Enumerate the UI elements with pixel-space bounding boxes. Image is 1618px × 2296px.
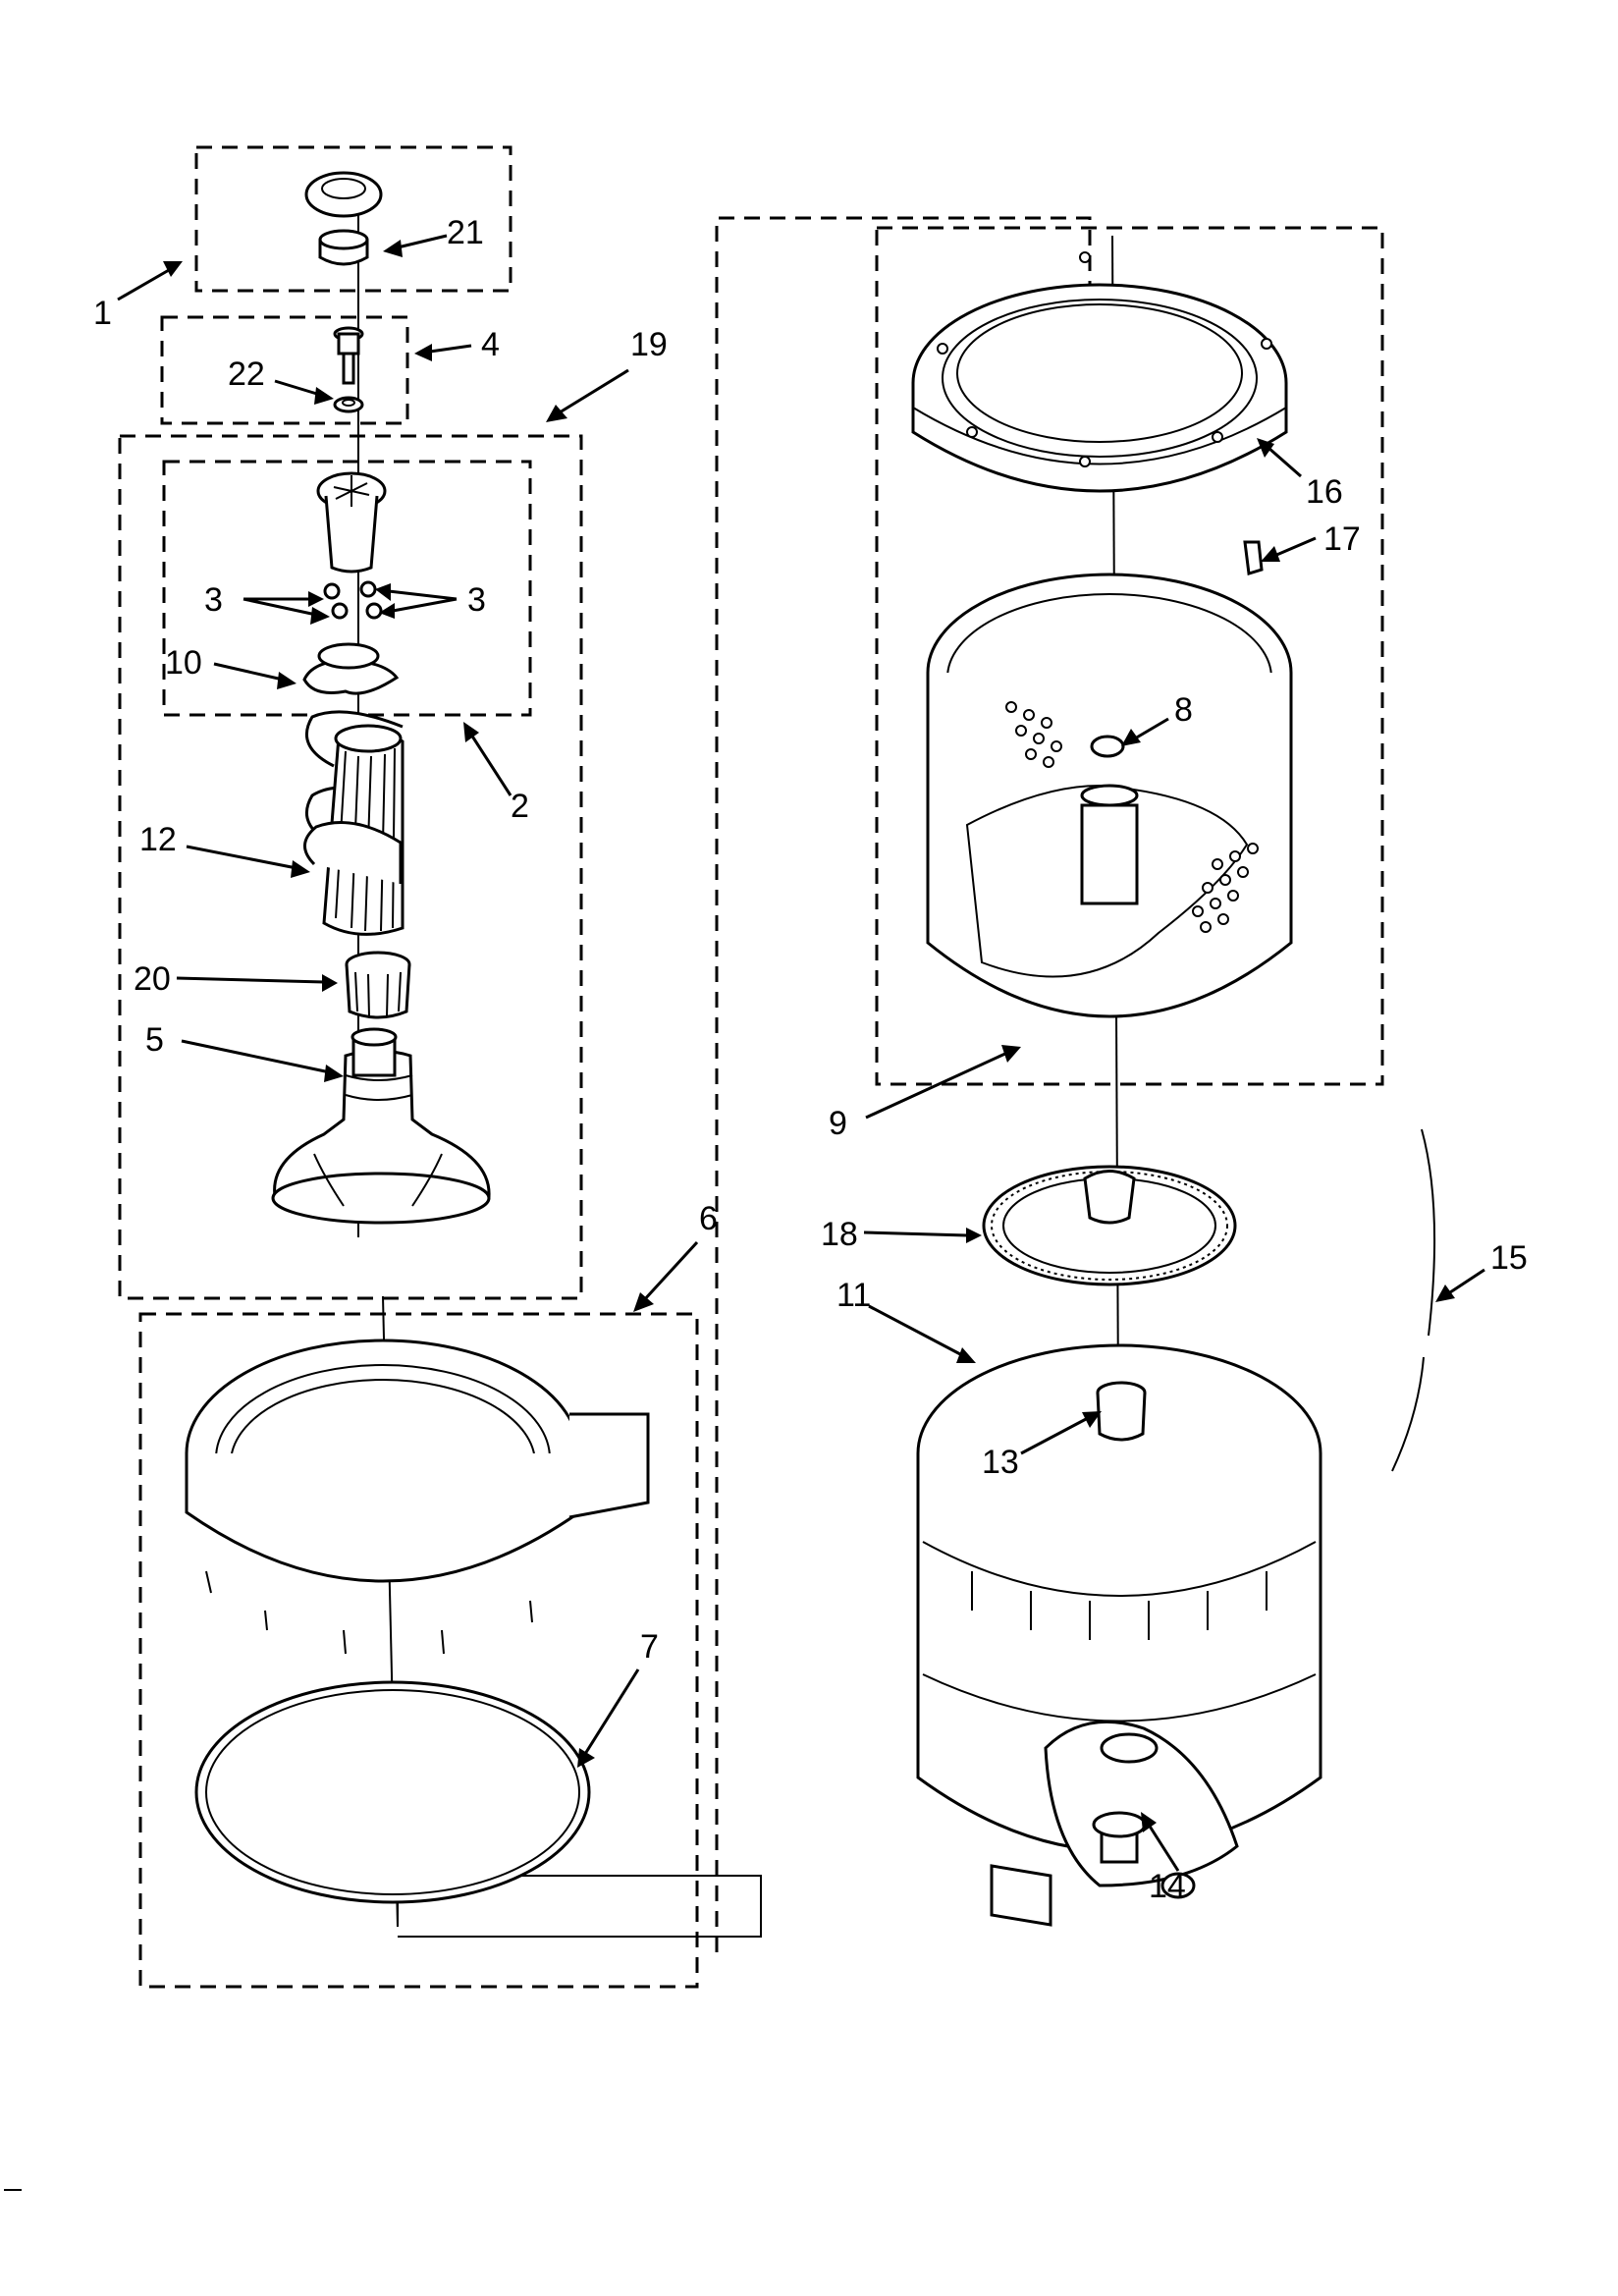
callout-16: 16 — [1306, 473, 1343, 511]
callout-3-right: 3 — [467, 581, 486, 619]
part-bearing — [345, 951, 411, 1019]
group-box-1 — [194, 145, 512, 293]
callout-2: 2 — [511, 788, 529, 825]
callout-7: 7 — [640, 1628, 659, 1666]
callout-22: 22 — [228, 355, 265, 393]
group-box-19 — [118, 434, 583, 1300]
callout-17: 17 — [1323, 520, 1361, 558]
callout-14: 14 — [1149, 1868, 1186, 1905]
group-box-4 — [160, 315, 409, 425]
basket-holes — [1005, 701, 1259, 933]
part-spin-basket — [926, 573, 1293, 1018]
group-box-6 — [138, 1312, 699, 1989]
group-box-9 — [875, 226, 1384, 1086]
callout-15: 15 — [1490, 1239, 1528, 1277]
part-clip — [1243, 540, 1264, 575]
callout-4: 4 — [481, 326, 500, 363]
callout-12: 12 — [139, 821, 177, 858]
part-agitator-cap — [304, 171, 383, 266]
callout-9: 9 — [829, 1105, 847, 1142]
part-tub-ring — [185, 1339, 650, 1655]
callout-21: 21 — [447, 214, 484, 251]
callout-18: 18 — [821, 1216, 858, 1253]
part-agitator-base — [271, 1027, 491, 1225]
callout-11: 11 — [836, 1277, 871, 1314]
part-seal-ring — [194, 1680, 591, 1904]
callout-10: 10 — [165, 644, 202, 682]
part-dogs — [323, 580, 383, 620]
callout-arrows — [117, 234, 1485, 1872]
callout-6: 6 — [699, 1200, 718, 1237]
part-cam-drive — [316, 471, 387, 574]
part-hub-gear — [982, 1165, 1237, 1286]
part-auger — [303, 710, 404, 936]
callout-13: 13 — [982, 1444, 1019, 1481]
part-coupling — [1096, 1381, 1147, 1442]
callout-20: 20 — [134, 960, 171, 998]
part-balance-ring — [911, 251, 1288, 493]
callout-3-left: 3 — [204, 581, 223, 619]
part-outer-tub — [916, 1343, 1322, 1927]
callout-8: 8 — [1174, 691, 1193, 729]
part-cam-plate — [302, 642, 400, 695]
part-bolt — [333, 326, 364, 413]
part-hose — [1391, 1128, 1436, 1472]
callout-19: 19 — [630, 326, 668, 363]
callout-5: 5 — [145, 1021, 164, 1059]
callout-1: 1 — [93, 295, 112, 332]
